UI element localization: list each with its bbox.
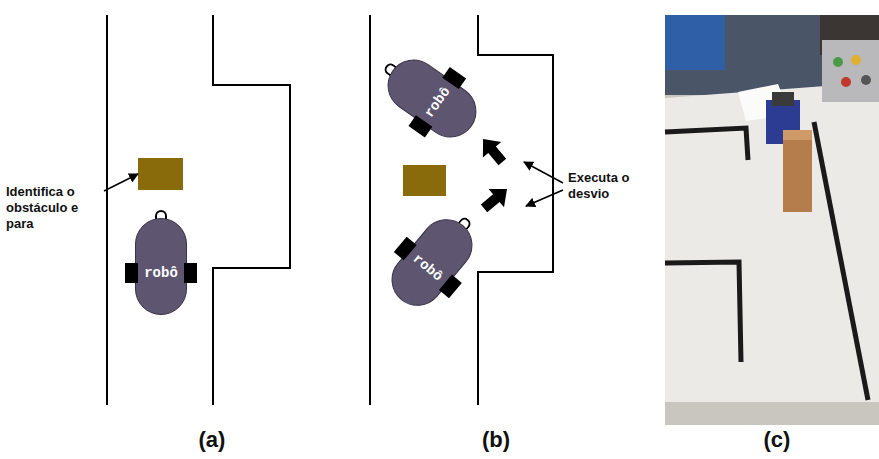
obstacle <box>138 158 183 190</box>
panel-label: (b) <box>466 427 526 453</box>
leader-arrow <box>104 174 138 191</box>
photo-track-line <box>814 122 868 400</box>
photo <box>665 15 879 425</box>
robot-label: robô <box>410 250 446 284</box>
panel-label: (c) <box>747 427 807 453</box>
motion-arrow <box>476 180 514 218</box>
photo-robot-board <box>772 92 794 106</box>
robot-wheel <box>442 67 466 89</box>
track-line <box>106 15 108 405</box>
motion-arrow <box>474 131 512 169</box>
robot-body: robô <box>377 49 486 147</box>
photo-sticker <box>851 55 861 65</box>
corridor-b <box>370 15 553 405</box>
robot-antenna <box>458 215 473 230</box>
photo-floor <box>665 15 879 425</box>
robot-wheel <box>184 263 197 283</box>
photo-sticker <box>833 57 843 67</box>
robot-wheel <box>439 274 462 298</box>
corridor-a <box>107 15 290 405</box>
leader-arrow <box>526 190 563 206</box>
leader-arrow <box>524 162 563 183</box>
robot-wheel <box>408 115 432 137</box>
photo-block <box>783 138 812 212</box>
callout-note: Executa o desvio <box>568 170 656 202</box>
photo-track-line <box>665 128 748 160</box>
track-line <box>213 15 290 405</box>
robot-wheel <box>125 263 138 283</box>
photo-table <box>665 82 879 402</box>
panel-label: (a) <box>182 427 242 453</box>
track-line <box>369 15 371 405</box>
robot-body: robô <box>381 208 483 316</box>
photo-sticker <box>841 77 851 87</box>
callout-note: Identifica o obstáculo e para <box>6 184 104 232</box>
photo-track <box>665 122 868 400</box>
photo-laptop <box>822 40 879 102</box>
photo-track-line <box>665 262 741 362</box>
photo-sticker <box>861 75 871 85</box>
robot-antenna <box>382 61 396 76</box>
photo-block-top <box>783 130 812 140</box>
obstacle <box>403 165 446 196</box>
robot-label: robô <box>144 265 178 281</box>
robot-antenna <box>155 210 167 219</box>
photo-chair <box>665 15 725 70</box>
robot-label: robô <box>421 83 453 120</box>
robot-wheel <box>394 236 417 260</box>
robot-body: robô <box>135 218 187 315</box>
